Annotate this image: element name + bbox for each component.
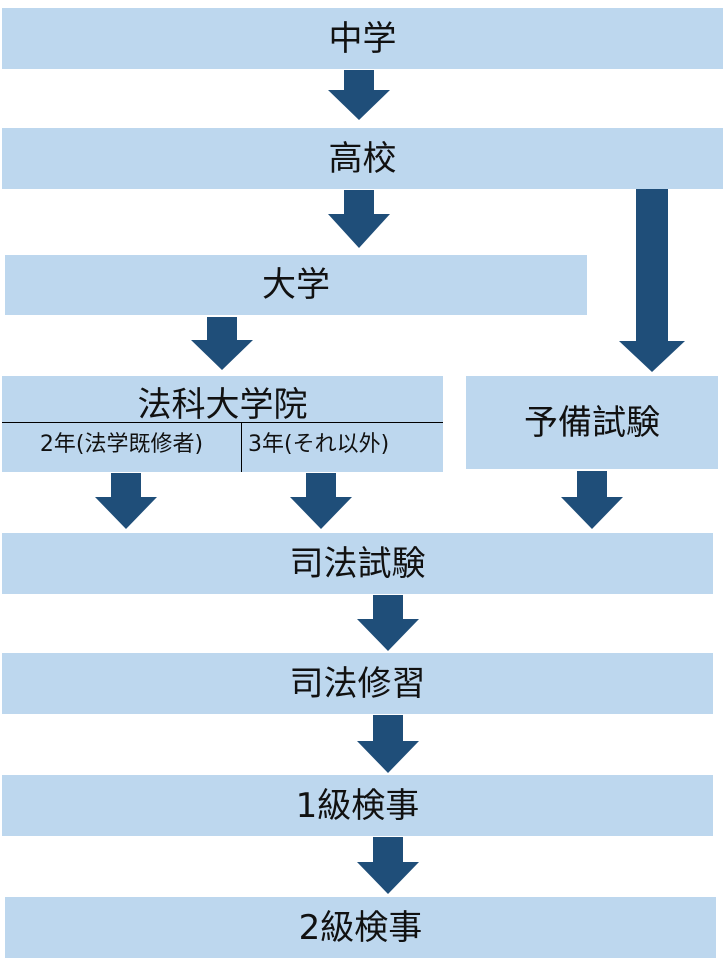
step-law-school: 法科大学院 — [2, 376, 443, 472]
step-high-school: 高校 — [2, 128, 723, 189]
step-junior-high: 中学 — [2, 8, 723, 69]
step-university: 大学 — [5, 255, 587, 315]
step-legal-training-label: 司法修習 — [289, 663, 426, 704]
law-school-3yr-label: 3年(それ以外) — [248, 432, 390, 457]
arrow-bar-exam-to-legal-training — [357, 595, 419, 651]
step-high-school-label: 高校 — [328, 138, 397, 179]
step-prosecutor-grade1: 1級検事 — [2, 775, 713, 836]
step-prosecutor-grade2-label: 2級検事 — [298, 907, 423, 948]
arrow-law-school-3yr-to-bar-exam — [290, 473, 352, 529]
arrow-legal-training-to-prosecutor-grade1 — [357, 715, 419, 773]
step-preliminary-exam: 予備試験 — [466, 376, 718, 469]
arrow-preliminary-exam-to-bar-exam — [561, 471, 623, 529]
step-bar-exam: 司法試験 — [2, 533, 713, 594]
arrow-junior-high-to-high-school — [328, 70, 390, 120]
arrow-high-school-to-preliminary-exam — [619, 189, 685, 372]
step-prosecutor-grade1-label: 1級検事 — [295, 785, 420, 826]
law-school-2yr-course: 2年(法学既修者) — [2, 423, 241, 467]
step-junior-high-label: 中学 — [328, 18, 397, 59]
step-university-label: 大学 — [262, 265, 330, 305]
arrow-high-school-to-university — [328, 190, 390, 248]
law-school-divider-horizontal — [2, 422, 443, 423]
law-school-2yr-label: 2年(法学既修者) — [39, 432, 204, 457]
law-school-divider-vertical — [241, 422, 242, 472]
step-prosecutor-grade2: 2級検事 — [5, 897, 716, 958]
step-law-school-label: 法科大学院 — [137, 385, 308, 425]
law-school-3yr-course: 3年(それ以外) — [242, 423, 443, 467]
arrow-university-to-law-school — [191, 317, 253, 370]
step-preliminary-exam-label: 予備試験 — [524, 402, 660, 443]
step-bar-exam-label: 司法試験 — [289, 543, 426, 584]
arrow-prosecutor-grade1-to-grade2 — [357, 837, 419, 894]
step-legal-training: 司法修習 — [2, 653, 713, 714]
arrow-law-school-2yr-to-bar-exam — [95, 473, 157, 529]
